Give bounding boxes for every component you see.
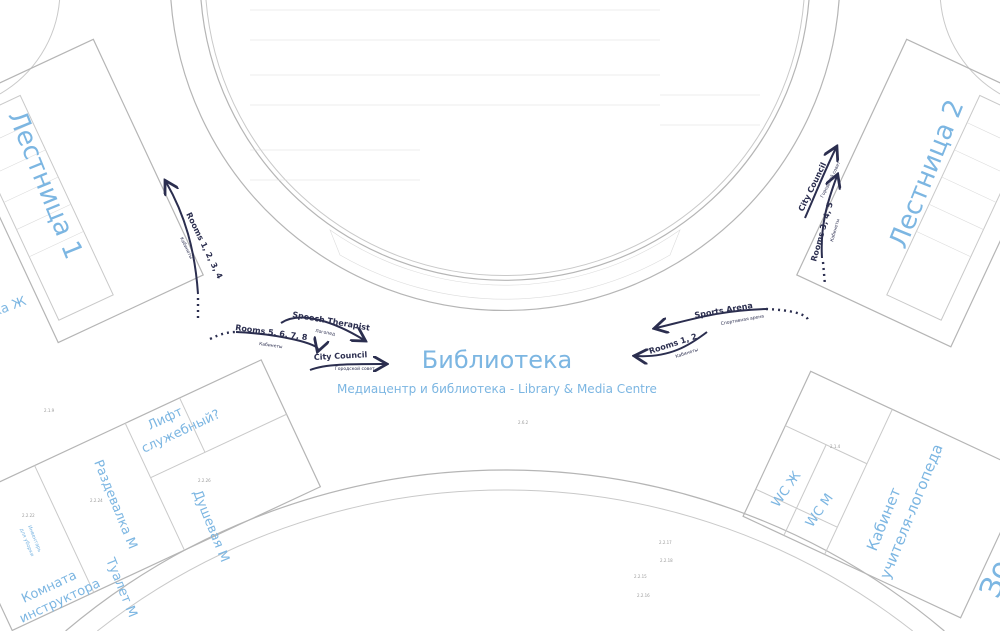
svg-text:Спортивная арена: Спортивная арена bbox=[720, 313, 764, 327]
arrow-city-council-right: City Council Городской совет bbox=[797, 148, 842, 219]
arrow-rooms-1-4: Rooms 1, 2, 3, 4 Кабинеты bbox=[166, 182, 224, 318]
room-label-shower-m: Душевая М bbox=[189, 488, 232, 565]
right-wing bbox=[795, 38, 1000, 348]
room-number: 2.2.26 bbox=[198, 478, 211, 483]
arena-ring bbox=[170, 0, 840, 312]
room-number: 2.2.16 bbox=[637, 593, 650, 598]
room-label-toilet-m: Туалет М bbox=[102, 555, 140, 620]
svg-text:Городской совет: Городской совет bbox=[335, 365, 375, 372]
left-wing bbox=[0, 38, 205, 344]
arrow-rooms-5-8: Rooms 5, 6, 7, 8 Кабинеты bbox=[209, 323, 318, 350]
room-number: 2.1.9 bbox=[44, 408, 55, 413]
arrow-sports-arena: Sports Arena Спортивная арена bbox=[656, 301, 810, 328]
room-number: 2.2.18 bbox=[660, 558, 673, 563]
svg-text:Логопед: Логопед bbox=[315, 328, 336, 337]
svg-text:Speech Therapist: Speech Therapist bbox=[292, 310, 371, 333]
svg-text:City Council: City Council bbox=[797, 161, 829, 213]
svg-text:City Council: City Council bbox=[314, 350, 368, 362]
room-label-partial: ка Ж bbox=[0, 294, 28, 320]
map-title: Библиотека bbox=[422, 346, 572, 374]
room-numbers: 2.2.24 2.2.22 2.2.26 2.1.9 2.1.4 2.6.2 2… bbox=[22, 408, 841, 598]
svg-text:Rooms 5, 6, 7, 8: Rooms 5, 6, 7, 8 bbox=[235, 323, 309, 342]
arrow-rooms-1-2: Rooms 1, 2 Кабинеты bbox=[636, 331, 708, 360]
room-number: 2.2.15 bbox=[634, 574, 647, 579]
room-number: 2.2.24 bbox=[90, 498, 103, 503]
room-number: 2.2.17 bbox=[659, 540, 672, 545]
room-label-right-partial: Зо bbox=[973, 555, 1000, 603]
room-label-stair-2: Лестница 2 bbox=[884, 96, 971, 253]
room-number: 2.1.4 bbox=[830, 444, 841, 449]
corner-arc-left bbox=[0, 0, 61, 95]
svg-text:Кабинеты: Кабинеты bbox=[259, 341, 284, 350]
room-label-changing-m: Раздевалка М bbox=[90, 458, 139, 552]
arrow-city-council-left: City Council Городской совет bbox=[309, 350, 385, 372]
room-number: 2.2.22 bbox=[22, 513, 35, 518]
map-subtitle: Медиацентр и библиотека - Library & Medi… bbox=[337, 382, 657, 396]
room-label-stair-1: Лестница 1 bbox=[2, 106, 89, 263]
right-bottom-rooms bbox=[742, 370, 1000, 619]
corner-arc-right bbox=[939, 0, 1000, 95]
room-number: 2.6.2 bbox=[518, 420, 529, 425]
svg-text:Кабинеты: Кабинеты bbox=[829, 218, 841, 243]
left-bottom-rooms bbox=[0, 359, 322, 631]
